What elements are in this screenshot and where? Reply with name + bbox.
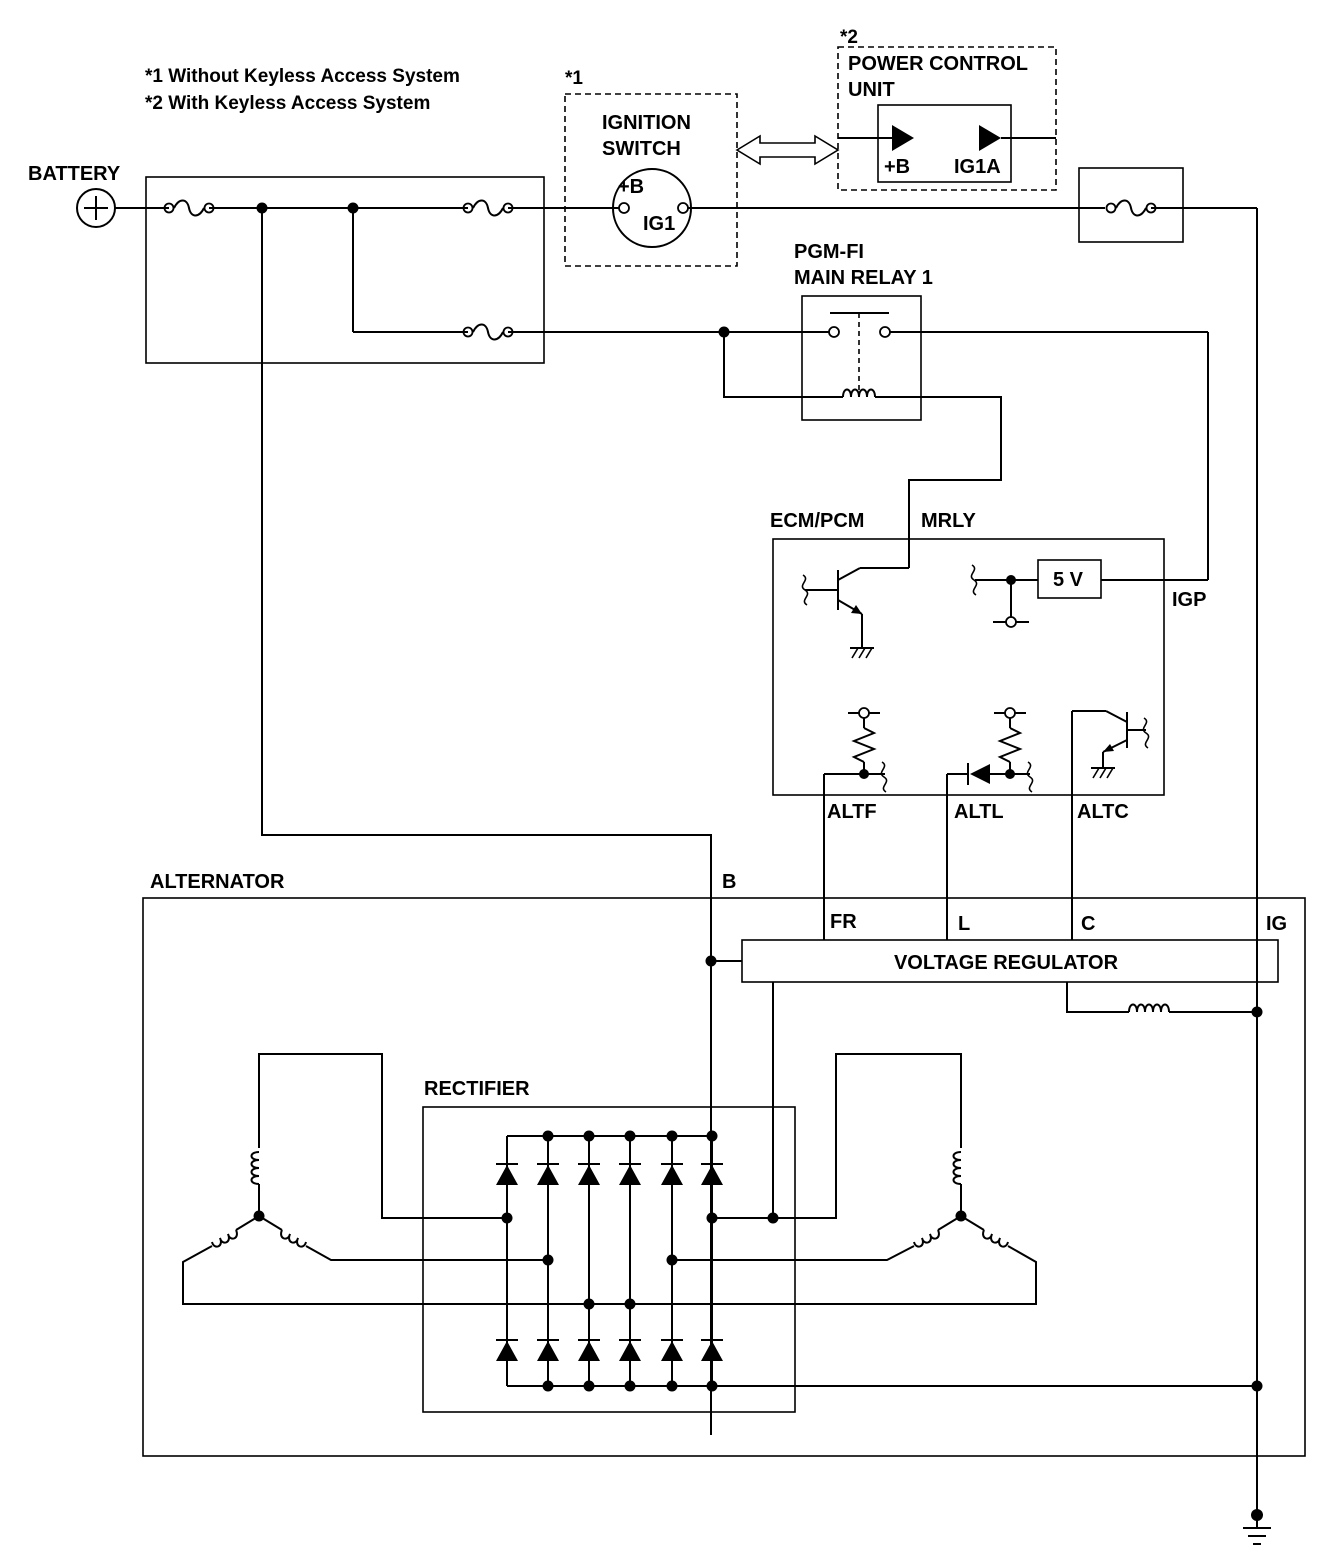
battery-positive-icon — [76, 188, 116, 228]
altc-output-transistor-icon — [1072, 710, 1150, 779]
alternator-box — [142, 897, 1306, 1457]
ground-icon — [1243, 1509, 1271, 1545]
altl-label: ALTL — [954, 801, 1004, 823]
ecm-pcm-box — [772, 538, 1165, 796]
under-hood-fuse-box — [145, 176, 545, 364]
igp-label: IGP — [1172, 589, 1206, 611]
main-fuse — [163, 199, 215, 217]
pcu-driver-1-icon — [892, 125, 914, 151]
mrly-transistor-icon — [801, 567, 909, 659]
altf-input-circuit — [824, 707, 888, 793]
pcu-ig1a: IG1A — [954, 156, 1001, 178]
mark-2: *2 — [840, 27, 858, 48]
alternator-label: ALTERNATOR — [150, 871, 285, 893]
pcu-driver-2-icon — [979, 125, 1001, 151]
mrly-label: MRLY — [921, 510, 976, 532]
ig-fuse — [1105, 199, 1157, 217]
voltage-regulator-label: VOLTAGE REGULATOR — [894, 952, 1119, 974]
right-stator-winding-icon — [589, 1053, 1037, 1305]
pcu-label-1: POWER CONTROL — [848, 53, 1028, 75]
c-terminal-label: C — [1081, 913, 1095, 935]
pcu-label-2: UNIT — [848, 79, 895, 101]
ig-fuse-box — [1078, 167, 1184, 243]
ignition-switch-label-2: SWITCH — [602, 138, 681, 160]
ignition-ig1: IG1 — [643, 213, 675, 235]
left-stator-winding-icon — [182, 1053, 630, 1305]
b-terminal-label: B — [722, 871, 736, 893]
ecm-label: ECM/PCM — [770, 510, 864, 532]
ignition-fuse — [462, 199, 514, 217]
ignition-plus-b: +B — [618, 176, 644, 198]
rectifier-bridge — [495, 1130, 1263, 1392]
mark-1: *1 — [565, 68, 583, 89]
field-coil-icon — [1128, 1003, 1170, 1013]
igp-input-circuit — [970, 564, 1038, 628]
fr-terminal-label: FR — [830, 911, 857, 933]
ignition-switch-boundary — [564, 93, 738, 267]
l-terminal-label: L — [958, 913, 970, 935]
ignition-switch-label-1: IGNITION — [602, 112, 691, 134]
battery-label: BATTERY — [28, 163, 121, 185]
power-control-unit-boundary — [837, 46, 1057, 191]
main-relay-box — [801, 295, 922, 421]
altc-label: ALTC — [1077, 801, 1129, 823]
relay-label-1: PGM-FI — [794, 241, 864, 263]
relay-label-2: MAIN RELAY 1 — [794, 267, 933, 289]
altl-input-circuit — [947, 707, 1034, 793]
pcu-inner-box — [877, 104, 1012, 183]
pcu-plus-b: +B — [884, 156, 910, 178]
note-without-keyless: *1 Without Keyless Access System — [145, 66, 460, 87]
relay-fuse — [462, 323, 514, 341]
rectifier-label: RECTIFIER — [424, 1078, 530, 1100]
double-arrow-icon — [735, 134, 840, 166]
relay-coil-icon — [842, 388, 876, 398]
five-volt-label: 5 V — [1053, 569, 1084, 591]
altf-label: ALTF — [827, 801, 877, 823]
note-with-keyless: *2 With Keyless Access System — [145, 93, 430, 114]
ig-terminal-label: IG — [1266, 913, 1287, 935]
